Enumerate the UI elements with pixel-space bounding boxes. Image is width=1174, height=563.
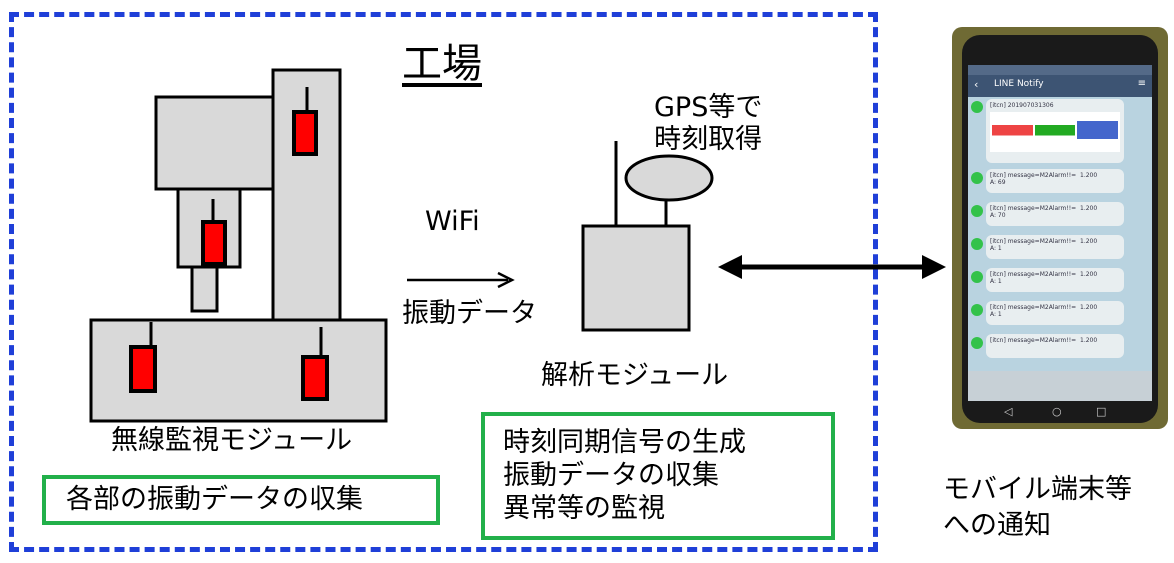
vibration-data-label: 振動データ — [402, 298, 537, 329]
machine-base — [89, 318, 388, 423]
wifi-arrow — [497, 271, 515, 289]
nav-home-icon[interactable]: ○ — [1052, 405, 1062, 418]
wireless-function-box: 各部の振動データの収集 — [42, 475, 440, 525]
phone-screen: ‹ LINE Notify ≡ [itcn] 201907031306 [itc… — [968, 65, 1152, 401]
nav-recent-icon[interactable]: □ — [1096, 405, 1107, 418]
bell-icon — [971, 271, 983, 283]
arrow-right-head — [922, 255, 946, 279]
status-bar — [968, 65, 1152, 75]
alarm-message: [itcn] message=M2Alarm!!= 1.200 A: 69 — [986, 169, 1124, 193]
factory-title: 工場 — [402, 41, 482, 87]
menu-icon: ≡ — [1137, 78, 1146, 89]
phone-body: ‹ LINE Notify ≡ [itcn] 201907031306 [itc… — [962, 35, 1158, 423]
bell-icon — [971, 238, 983, 250]
sensor-base-left — [129, 345, 157, 393]
analysis-function-line-3: 異常等の監視 — [503, 493, 665, 524]
wireless-module-label: 無線監視モジュール — [111, 425, 353, 456]
factory-frame — [9, 12, 878, 552]
first-message-text: [itcn] 201907031306 — [990, 102, 1054, 109]
alarm-message: [itcn] message=M2Alarm!!= 1.200 A: 1 — [986, 268, 1124, 292]
gps-receiver — [624, 154, 714, 202]
chart-thumb-3 — [1077, 114, 1119, 150]
machine-arm — [154, 95, 275, 191]
analysis-function-line-2: 振動データの収集 — [503, 460, 719, 491]
chart-message: [itcn] 201907031306 — [986, 99, 1124, 163]
analysis-function-line-1: 時刻同期信号の生成 — [503, 427, 746, 458]
sensor-column — [292, 110, 318, 156]
nav-bar: ◁ ○ □ — [962, 401, 1158, 423]
chart-thumb-1 — [992, 114, 1033, 150]
bell-icon — [971, 172, 983, 184]
wireless-function-text: 各部の振動データの収集 — [66, 484, 363, 515]
mobile-label: モバイル端末等 への通知 — [943, 474, 1132, 541]
bell-icon — [971, 101, 983, 113]
sensor-head — [201, 220, 227, 266]
chart-thumb-2 — [1034, 114, 1076, 150]
chart-thumbnail — [990, 112, 1120, 152]
bell-icon — [971, 205, 983, 217]
alarm-message: [itcn] message=M2Alarm!!= 1.200 — [986, 334, 1124, 358]
analysis-function-box: 時刻同期信号の生成 振動データの収集 異常等の監視 — [481, 412, 835, 540]
gps-label: GPS等で 時刻取得 — [654, 92, 763, 156]
input-bar[interactable] — [968, 371, 1152, 401]
bell-icon — [971, 304, 983, 316]
wifi-label: WiFi — [425, 206, 480, 237]
alarm-message: [itcn] message=M2Alarm!!= 1.200 A: 1 — [986, 301, 1124, 325]
sensor-base-right — [301, 355, 329, 401]
machine-spindle — [190, 265, 219, 313]
mobile-phone-photo: ‹ LINE Notify ≡ [itcn] 201907031306 [itc… — [952, 27, 1168, 429]
bell-icon — [971, 337, 983, 349]
analysis-module-box — [581, 224, 691, 332]
nav-back-icon[interactable]: ◁ — [1004, 405, 1013, 418]
alarm-message: [itcn] message=M2Alarm!!= 1.200 A: 1 — [986, 235, 1124, 259]
app-name: LINE Notify — [994, 79, 1044, 89]
alarm-message: [itcn] message=M2Alarm!!= 1.200 A: 70 — [986, 202, 1124, 226]
arrow-left-head — [718, 255, 742, 279]
analysis-module-label: 解析モジュール — [541, 360, 729, 391]
app-bar: ‹ LINE Notify ≡ — [968, 75, 1152, 97]
back-icon: ‹ — [974, 78, 979, 91]
